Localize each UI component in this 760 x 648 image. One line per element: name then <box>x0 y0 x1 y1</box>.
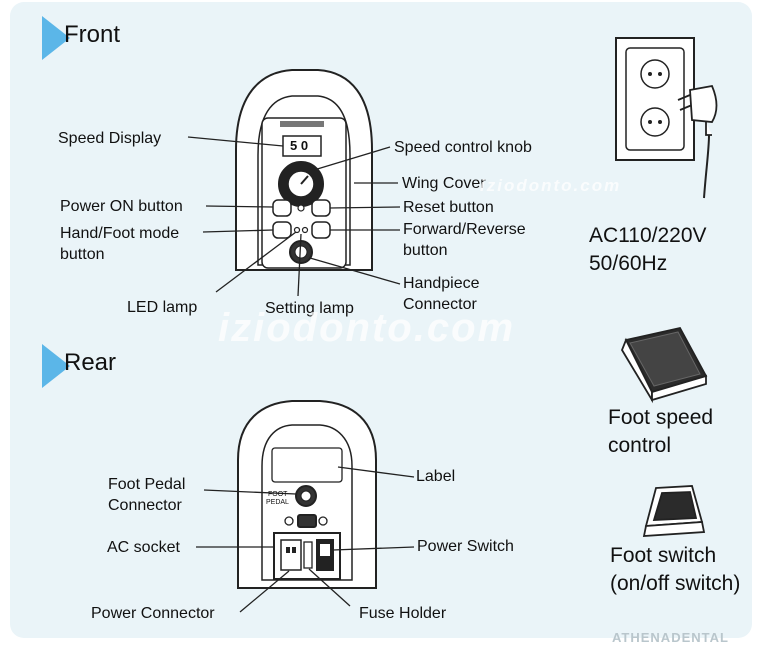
rear-label-plate <box>271 447 343 483</box>
label-ac-voltage: AC110/220V <box>589 224 707 247</box>
label-foot-speed-1: Foot speed <box>608 406 714 429</box>
power-plug <box>677 84 718 199</box>
label-wing-cover: Wing Cover <box>402 175 486 192</box>
power-on-button <box>272 199 292 217</box>
label-setting: Setting lamp <box>265 300 354 317</box>
label-fuse-holder: Fuse Holder <box>359 605 447 622</box>
label-handpiece-1: Handpiece <box>403 275 480 292</box>
label-hand-foot-2: button <box>60 246 105 263</box>
front-heading: Front <box>64 21 121 48</box>
led-lamp <box>297 204 305 212</box>
label-hand-foot-1: Hand/Foot mode <box>60 225 180 242</box>
forward-reverse-button <box>311 221 331 239</box>
foot-pedal-print-1: FOOT <box>268 491 288 498</box>
label-ac-frequency: 50/60Hz <box>589 252 668 275</box>
hand-foot-button <box>272 221 292 239</box>
label-speed-display: Speed Display <box>58 130 162 147</box>
front-leader-lines <box>187 136 401 297</box>
rear-heading: Rear <box>64 349 117 376</box>
ac-socket <box>280 539 302 571</box>
label-fwd-rev-1: Forward/Reverse <box>403 221 526 238</box>
label-ac-socket: AC socket <box>107 539 180 556</box>
display-value: 5 0 <box>290 138 309 153</box>
label-power-on: Power ON button <box>60 198 183 215</box>
label-handpiece-2: Connector <box>403 296 477 313</box>
label-foot-pedal-1: Foot Pedal <box>108 476 186 493</box>
label-power-switch: Power Switch <box>417 538 514 555</box>
rear-device <box>237 400 377 589</box>
label-label: Label <box>416 468 456 485</box>
wall-outlet <box>615 37 695 161</box>
fuse-holder <box>303 541 313 569</box>
reset-button <box>311 199 331 217</box>
front-brand-strip <box>280 121 324 127</box>
brand-mark: ATHENADENTAL <box>612 630 729 645</box>
rear-triangle <box>42 344 70 388</box>
foot-pedal-print-2: PEDAL <box>266 499 289 506</box>
label-speed-knob: Speed control knob <box>394 139 532 156</box>
label-fwd-rev-2: button <box>403 242 448 259</box>
label-reset: Reset button <box>403 199 494 216</box>
foot-switch <box>642 485 706 537</box>
foot-speed-control <box>620 326 708 404</box>
front-device <box>235 69 373 271</box>
label-foot-pedal-2: Connector <box>108 497 182 514</box>
label-foot-speed-2: control <box>608 434 672 457</box>
label-foot-switch-1: Foot switch <box>610 544 717 567</box>
label-power-connector: Power Connector <box>91 605 215 622</box>
rear-leader-lines <box>196 466 415 613</box>
label-led: LED lamp <box>127 299 198 316</box>
watermark-large: iziodonto.com <box>218 306 516 350</box>
front-triangle <box>42 16 70 60</box>
label-foot-switch-2: (on/off switch) <box>610 572 741 595</box>
watermark-small: iziodonto.com <box>480 176 622 195</box>
